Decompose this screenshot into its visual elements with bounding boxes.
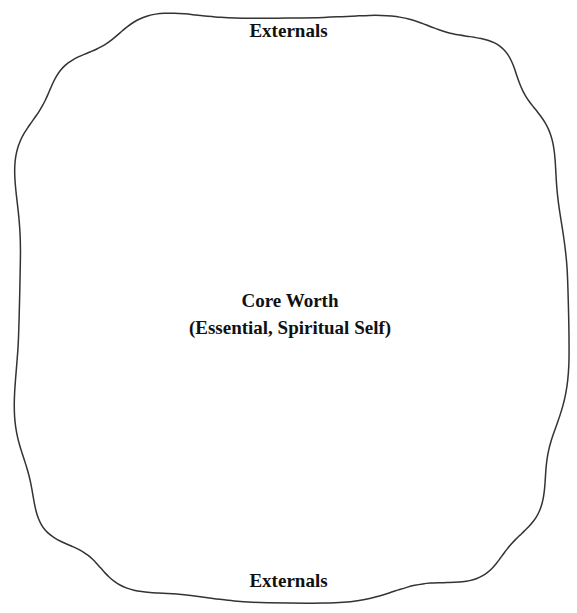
region-label: Externals: [246, 570, 330, 593]
core-label-stack: Core Worth(Essential, Spiritual Self): [185, 287, 395, 343]
region-label: Externals: [246, 20, 330, 43]
wavy-border: [14, 13, 569, 603]
core-subtitle: (Essential, Spiritual Self): [185, 316, 395, 341]
externals-region: Core Worth(Essential, Spiritual Self) Ext…: [4, 4, 573, 609]
core-heading: Core Worth: [238, 289, 343, 314]
